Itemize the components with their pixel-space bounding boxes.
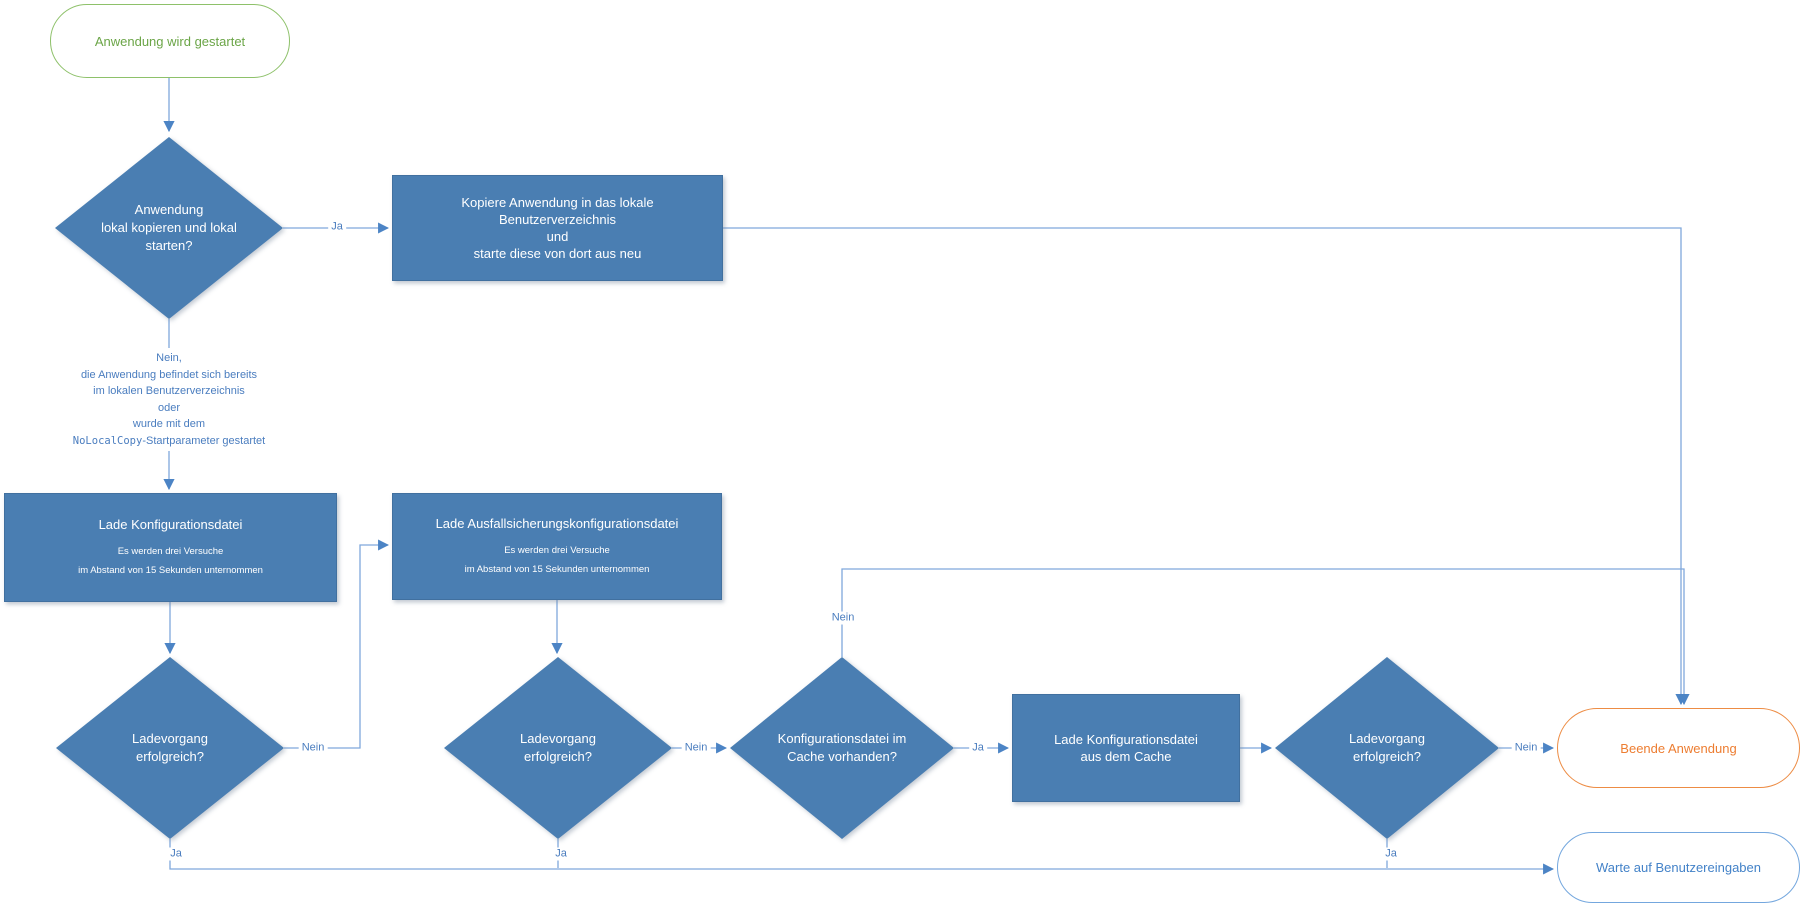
edge-label-load1-nein: Nein xyxy=(298,741,328,755)
terminal-wait-input-label: Warte auf Benutzereingaben xyxy=(1595,860,1761,875)
process-load-from-cache: Lade Konfigurationsdatei aus dem Cache xyxy=(1012,694,1240,802)
process-load-config-note: Es werden drei Versuche im Abstand von 1… xyxy=(78,545,263,576)
process-load-from-cache-label: Lade Konfigurationsdatei aus dem Cache xyxy=(1054,732,1198,764)
edge-label-load1-ja: Ja xyxy=(167,847,185,861)
terminal-exit-app-label: Beende Anwendung xyxy=(1620,740,1737,756)
edge-label-load2-nein: Nein xyxy=(681,741,711,755)
edge-label-load3-nein: Nein xyxy=(1511,741,1541,755)
decision-config-cache-shape: Konfigurationsdatei im Cache vorhanden? xyxy=(730,657,954,839)
decision-config-cache: Konfigurationsdatei im Cache vorhanden? xyxy=(730,657,954,839)
process-load-config: Lade Konfigurationsdatei Es werden drei … xyxy=(4,493,337,602)
decision-local-copy-shape: Anwendung lokal kopieren und lokal start… xyxy=(55,137,283,319)
annotation-no-copy-code-suffix: -Startparameter gestartet xyxy=(142,434,266,447)
decision-load-success-2-label: Ladevorgang erfolgreich? xyxy=(520,731,596,764)
terminal-wait-input: Warte auf Benutzereingaben xyxy=(1557,832,1800,903)
process-load-failover-note: Es werden drei Versuche im Abstand von 1… xyxy=(464,544,650,575)
decision-load-success-2-shape: Ladevorgang erfolgreich? xyxy=(444,657,672,839)
decision-load-success-3-shape: Ladevorgang erfolgreich? xyxy=(1275,657,1499,839)
annotation-no-copy-text: Nein, die Anwendung befindet sich bereit… xyxy=(80,352,258,430)
annotation-no-copy: Nein, die Anwendung befindet sich bereit… xyxy=(15,348,323,451)
decision-load-success-1: Ladevorgang erfolgreich? xyxy=(56,657,284,839)
process-load-config-title: Lade Konfigurationsdatei xyxy=(98,516,243,532)
decision-local-copy-label: Anwendung lokal kopieren und lokal start… xyxy=(101,202,237,253)
annotation-no-copy-lastline: NoLocalCopy-Startparameter gestartet xyxy=(19,433,319,450)
process-load-failover-config: Lade Ausfallsicherungskonfigurationsdate… xyxy=(392,493,722,600)
process-load-failover-title: Lade Ausfallsicherungskonfigurationsdate… xyxy=(435,515,679,531)
decision-load-success-3: Ladevorgang erfolgreich? xyxy=(1275,657,1499,839)
decision-config-cache-label: Konfigurationsdatei im Cache vorhanden? xyxy=(777,731,907,764)
edge-label-load2-ja: Ja xyxy=(552,847,570,861)
decision-load-success-3-label: Ladevorgang erfolgreich? xyxy=(1349,731,1425,764)
decision-load-success-1-label: Ladevorgang erfolgreich? xyxy=(132,731,208,764)
process-copy-app-label: Kopiere Anwendung in das lokale Benutzer… xyxy=(461,195,654,261)
process-copy-app: Kopiere Anwendung in das lokale Benutzer… xyxy=(392,175,723,281)
edge-cache-decision-nein xyxy=(841,568,1690,706)
decision-load-success-1-shape: Ladevorgang erfolgreich? xyxy=(56,657,284,839)
annotation-no-copy-code: NoLocalCopy xyxy=(72,434,143,447)
edge-label-cache-nein: Nein xyxy=(828,611,858,625)
edge-label-cache-ja: Ja xyxy=(969,741,987,755)
edge-label-load3-ja: Ja xyxy=(1382,847,1400,861)
edge-label-copy-ja: Ja xyxy=(328,220,346,234)
edge-copy-process-to-exit xyxy=(723,227,1687,706)
decision-load-success-2: Ladevorgang erfolgreich? xyxy=(444,657,672,839)
edge-ja-to-wait xyxy=(169,839,1555,875)
terminal-start-label: Anwendung wird gestartet xyxy=(94,33,246,49)
decision-local-copy: Anwendung lokal kopieren und lokal start… xyxy=(55,137,283,319)
terminal-exit-app: Beende Anwendung xyxy=(1557,708,1800,788)
terminal-start: Anwendung wird gestartet xyxy=(50,4,290,78)
